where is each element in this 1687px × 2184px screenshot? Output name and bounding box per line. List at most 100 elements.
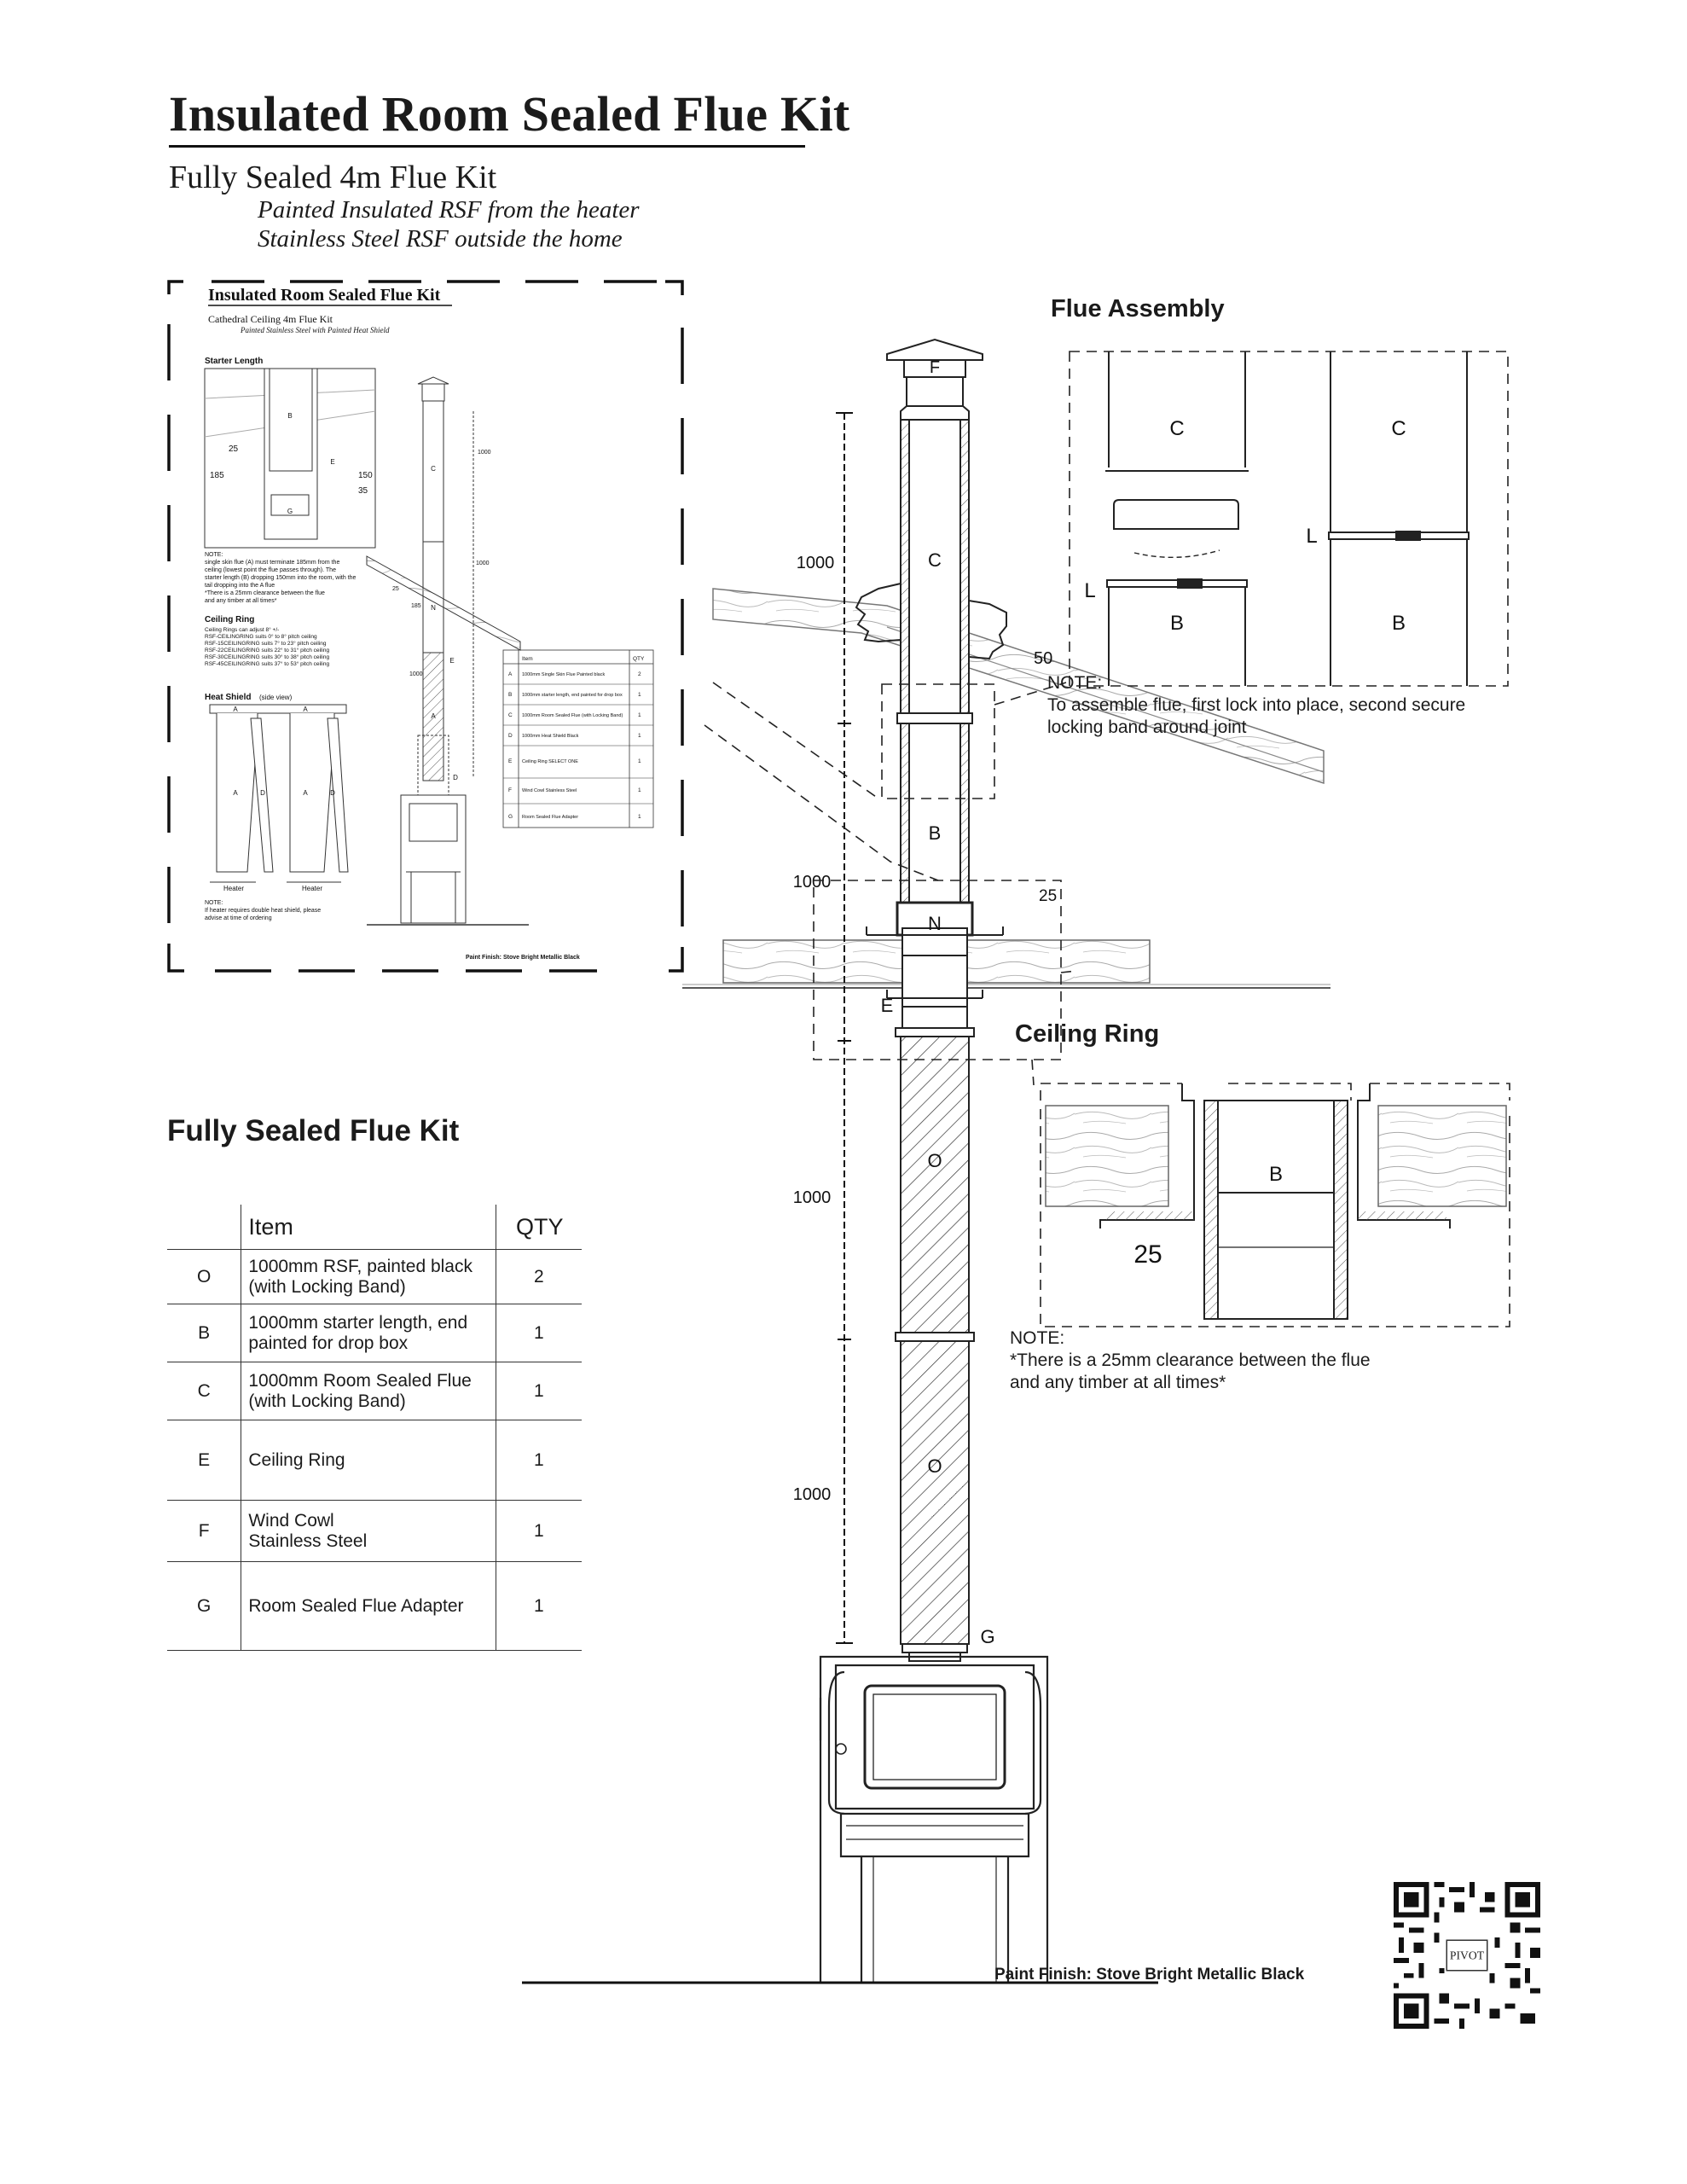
title-underline bbox=[169, 145, 805, 148]
table-cell-qty: 2 bbox=[496, 1249, 582, 1304]
svg-text:RSF-15CEILINGRING suits 7° to: RSF-15CEILINGRING suits 7° to 23° pitch … bbox=[205, 640, 327, 647]
svg-text:Heater: Heater bbox=[223, 885, 244, 892]
flue-assembly-heading: Flue Assembly bbox=[1051, 295, 1225, 322]
qr-code-icon[interactable]: PIVOT bbox=[1394, 1882, 1540, 2029]
paint-finish-label: Paint Finish: Stove Bright Metallic Blac… bbox=[994, 1966, 1305, 1984]
svg-text:E: E bbox=[508, 758, 513, 764]
wind-cowl: F bbox=[886, 338, 983, 407]
flue-letter-b: B bbox=[929, 822, 942, 844]
svg-text:B: B bbox=[1392, 612, 1406, 635]
svg-text:NOTE:: NOTE: bbox=[205, 552, 223, 558]
svg-text:C: C bbox=[1391, 417, 1406, 440]
ceiling-ring-heading: Ceiling Ring bbox=[1015, 1020, 1160, 1048]
table-header-row: Item QTY bbox=[167, 1205, 582, 1250]
flue-assembly-note-line-2: locking band around joint bbox=[1047, 717, 1247, 737]
svg-text:1000mm Room Sealed Flue (with: 1000mm Room Sealed Flue (with Locking Ba… bbox=[522, 713, 623, 718]
hand-illustration bbox=[855, 583, 1007, 660]
svg-text:single skin flue (A) must term: single skin flue (A) must terminate 185m… bbox=[205, 560, 339, 566]
inset-paint-finish: Paint Finish: Stove Bright Metallic Blac… bbox=[466, 955, 580, 961]
svg-text:D: D bbox=[508, 733, 513, 739]
inset-subtitle: Cathedral Ceiling 4m Flue Kit bbox=[208, 313, 333, 325]
dim-1000-1: 1000 bbox=[797, 554, 835, 572]
table-cell-code: B bbox=[167, 1304, 242, 1362]
svg-text:2: 2 bbox=[638, 671, 641, 677]
svg-text:D: D bbox=[260, 789, 265, 797]
svg-text:Wind Cowl Stainless Steel: Wind Cowl Stainless Steel bbox=[522, 788, 577, 793]
svg-text:D: D bbox=[330, 789, 335, 797]
svg-text:D: D bbox=[453, 774, 458, 781]
svg-text:F: F bbox=[508, 787, 512, 793]
flue-letter-n: N bbox=[928, 913, 942, 934]
table-cell-item: 1000mm Room Sealed Flue(with Locking Ban… bbox=[241, 1362, 496, 1420]
table-cell-code: O bbox=[167, 1249, 242, 1304]
svg-text:RSF-30CEILINGRING suits 30° to: RSF-30CEILINGRING suits 30° to 38° pitch… bbox=[205, 653, 329, 660]
svg-text:1: 1 bbox=[638, 733, 641, 739]
svg-text:*There is a 25mm clearance bet: *There is a 25mm clearance between the f… bbox=[205, 590, 325, 596]
svg-text:A: A bbox=[303, 789, 308, 797]
stove-illustration bbox=[819, 1655, 1049, 1984]
svg-text:1: 1 bbox=[638, 692, 641, 698]
svg-text:B: B bbox=[1170, 612, 1184, 635]
table-row: E Ceiling Ring 1 bbox=[167, 1420, 582, 1501]
flue-section-c bbox=[896, 405, 973, 724]
table-cell-qty: 1 bbox=[496, 1561, 582, 1651]
table-header-item: Item bbox=[241, 1205, 496, 1250]
svg-text:1000: 1000 bbox=[476, 561, 490, 566]
svg-text:tail dropping into the A flue: tail dropping into the A flue bbox=[205, 583, 275, 589]
subtitle-line-2: Stainless Steel RSF outside the home bbox=[258, 225, 623, 253]
ceiling-joint-n bbox=[866, 901, 1004, 1031]
svg-text:F: F bbox=[930, 358, 940, 377]
svg-text:35: 35 bbox=[358, 486, 368, 496]
table-cell-qty: 1 bbox=[496, 1304, 582, 1362]
inset-heat-shield-label: Heat Shield bbox=[205, 693, 251, 702]
table-cell-qty: 1 bbox=[496, 1500, 582, 1562]
ceiling-ring-note-line-1: *There is a 25mm clearance between the f… bbox=[1010, 1350, 1371, 1370]
svg-text:1000mm Heat Shield Black: 1000mm Heat Shield Black bbox=[522, 734, 579, 739]
page-subtitle: Fully Sealed 4m Flue Kit bbox=[169, 160, 497, 195]
parts-table: Item QTY O 1000mm RSF, painted black(wit… bbox=[167, 1205, 582, 1651]
flue-section-b bbox=[900, 723, 970, 929]
svg-text:advise at time of ordering: advise at time of ordering bbox=[205, 915, 272, 921]
svg-text:A: A bbox=[233, 789, 238, 797]
svg-text:Item: Item bbox=[522, 656, 533, 662]
svg-text:and any timber at all times*: and any timber at all times* bbox=[205, 598, 277, 604]
svg-text:starter length (B) dropping 15: starter length (B) dropping 150mm into t… bbox=[205, 575, 357, 581]
svg-text:1000: 1000 bbox=[409, 671, 423, 677]
clearance-50: 50 bbox=[1034, 649, 1052, 668]
page-title: Insulated Room Sealed Flue Kit bbox=[169, 86, 850, 142]
svg-text:A: A bbox=[233, 706, 238, 713]
svg-text:1: 1 bbox=[638, 712, 641, 718]
dim-1000-4: 1000 bbox=[793, 1485, 832, 1504]
height-dimension bbox=[836, 412, 853, 1644]
svg-text:B: B bbox=[1269, 1163, 1283, 1186]
svg-text:N: N bbox=[431, 604, 436, 612]
inset-subline: Painted Stainless Steel with Painted Hea… bbox=[240, 326, 390, 334]
svg-text:C: C bbox=[431, 465, 436, 473]
svg-text:E: E bbox=[449, 657, 454, 665]
table-cell-code: C bbox=[167, 1362, 242, 1420]
svg-text:QTY: QTY bbox=[633, 656, 645, 662]
table-cell-qty: 1 bbox=[496, 1420, 582, 1501]
subtitle-line-1: Painted Insulated RSF from the heater bbox=[258, 196, 640, 224]
qr-logo-text: PIVOT bbox=[1450, 1949, 1485, 1962]
svg-text:ceiling (lowest point the flue: ceiling (lowest point the flue passes th… bbox=[205, 567, 336, 573]
table-cell-code: G bbox=[167, 1561, 242, 1651]
svg-text:RSF-22CEILINGRING suits 22° to: RSF-22CEILINGRING suits 22° to 31° pitch… bbox=[205, 647, 329, 653]
svg-text:If heater requires double heat: If heater requires double heat shield, p… bbox=[205, 908, 321, 914]
kit-table-heading: Fully Sealed Flue Kit bbox=[167, 1114, 460, 1147]
svg-text:RSF-45CEILINGRING suits 37° to: RSF-45CEILINGRING suits 37° to 53° pitch… bbox=[205, 660, 329, 667]
ceiling-ring-note-line-2: and any timber at all times* bbox=[1010, 1373, 1226, 1392]
dim-1000-3: 1000 bbox=[793, 1188, 832, 1207]
flue-letter-e: E bbox=[881, 995, 894, 1016]
svg-text:L: L bbox=[1306, 525, 1317, 548]
svg-text:1000: 1000 bbox=[478, 450, 491, 456]
inset-ceiling-ring-label: Ceiling Ring bbox=[205, 615, 254, 624]
flue-letter-g: G bbox=[980, 1626, 994, 1647]
inset-starter-label: Starter Length bbox=[205, 357, 263, 366]
inset-table: Item QTY A 1000mm Single Skin Flue Paint… bbox=[502, 649, 654, 828]
svg-text:L: L bbox=[1084, 579, 1095, 602]
inset-title: Insulated Room Sealed Flue Kit bbox=[208, 286, 441, 305]
